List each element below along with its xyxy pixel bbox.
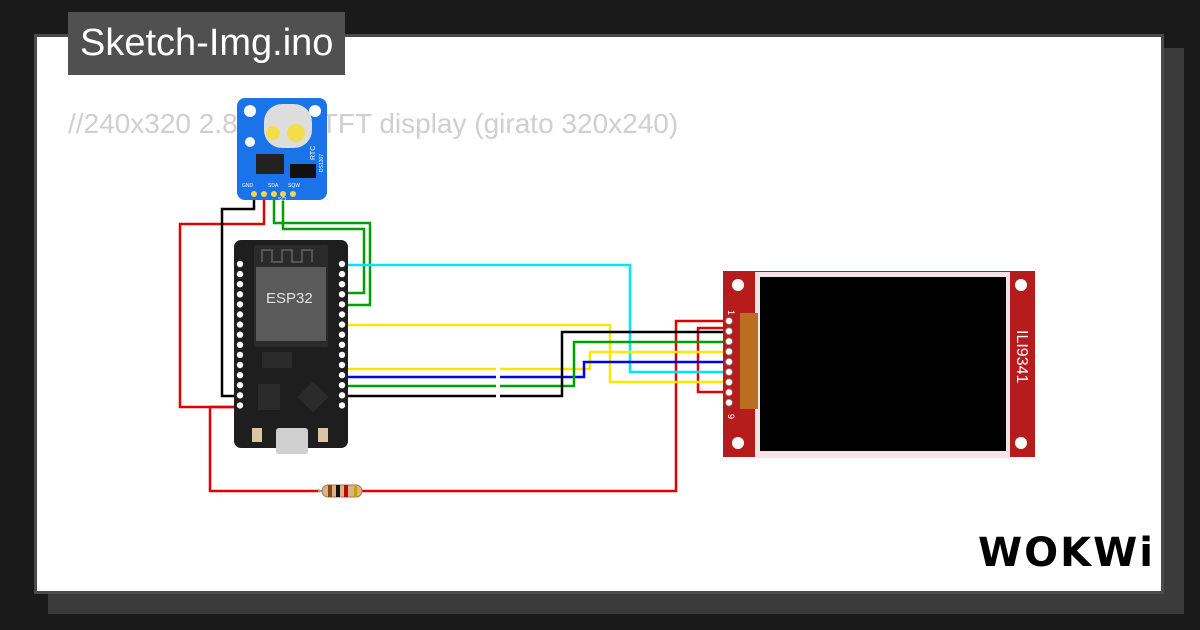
wire-red-resistor [208, 405, 320, 493]
esp32-left-pin-1[interactable] [236, 260, 244, 268]
esp32-chip-label: ESP32 [266, 290, 313, 307]
tft-display[interactable]: 1 9 ILI9341 [723, 271, 1035, 458]
wire-green-scl [281, 194, 366, 295]
esp32-left-pin-9[interactable] [236, 341, 244, 348]
esp32-right-pin-7[interactable] [338, 321, 346, 328]
rtc-pin-scl: SCL [278, 197, 288, 203]
esp32-left-pin-4[interactable] [236, 291, 244, 298]
wire-red-power [178, 194, 266, 409]
tft-pin-4[interactable] [725, 347, 733, 356]
esp32-right-pin-3[interactable] [338, 281, 346, 288]
wire-black-gnd [220, 194, 256, 398]
tft-pin-last: 9 [726, 414, 736, 419]
esp32-right-pin-5[interactable] [338, 301, 346, 308]
rtc-pin-sqw: SQW [288, 183, 300, 189]
rtc-label: RTC [310, 146, 317, 160]
esp32-left-pin-3[interactable] [236, 281, 244, 288]
sketch-title: Sketch-Img.ino [68, 12, 346, 75]
wire-red-resistor-tft [360, 319, 728, 493]
wire-yellow-1 [342, 323, 728, 384]
tft-pin-8[interactable] [725, 388, 733, 397]
esp32-right-pin-12[interactable] [338, 371, 346, 379]
esp32-left-pin-7[interactable] [236, 321, 244, 328]
esp32-right-pin-4[interactable] [338, 291, 346, 298]
esp32-left-pin-13[interactable] [236, 382, 244, 389]
esp32-left-pin-10[interactable] [236, 351, 244, 359]
tft-screen [760, 277, 1006, 451]
esp32-right-pin-9[interactable] [338, 341, 346, 348]
esp32-left-pin-12[interactable] [236, 371, 244, 379]
esp32-left-pin-11[interactable] [236, 361, 244, 369]
esp32-right-pin-13[interactable] [338, 382, 346, 389]
tft-pin-2[interactable] [725, 327, 733, 336]
esp32-left-pin-5[interactable] [236, 301, 244, 308]
wire-black-tft [342, 330, 728, 398]
esp32-left-pin-6[interactable] [236, 311, 244, 318]
esp32-right-pin-1[interactable] [338, 260, 346, 268]
esp32-right-pin-6[interactable] [338, 311, 346, 318]
wire-green-tft [342, 340, 728, 388]
esp32-left-pin-8[interactable] [236, 331, 244, 338]
esp32-board[interactable]: ESP32 [234, 240, 348, 454]
rtc-model: DS1307 [319, 154, 325, 172]
wokwi-logo: WOKWi [978, 530, 1155, 576]
esp32-right-pin-8[interactable] [338, 331, 346, 338]
tft-pin-first: 1 [726, 310, 736, 315]
wire-cyan [342, 263, 728, 374]
esp32-right-pin-15[interactable] [338, 402, 346, 409]
rtc-module[interactable]: RTC DS1307 GND SDA SCL SQW [237, 98, 327, 203]
usb-port [276, 428, 308, 454]
wire-yellow-2 [342, 350, 728, 371]
wire-blue [342, 360, 728, 379]
tft-pin-9[interactable] [725, 398, 733, 407]
esp32-left-pin-2[interactable] [236, 270, 244, 278]
sketch-comment: //240x320 2.8" LCD-TFT display (girato 3… [68, 108, 679, 139]
wires [178, 194, 728, 493]
tft-pin-3[interactable] [725, 337, 733, 346]
esp32-shield [256, 267, 326, 341]
esp32-right-pin-11[interactable] [338, 361, 346, 369]
tft-pin-6[interactable] [725, 368, 733, 376]
rtc-pin-gnd: GND [242, 183, 254, 189]
wire-red-tft-loop [696, 326, 728, 394]
resistor [318, 484, 363, 498]
tft-pin-1[interactable] [725, 317, 733, 325]
tft-pin-7[interactable] [725, 378, 733, 387]
wire-green-sda [272, 194, 372, 307]
esp32-right-pin-10[interactable] [338, 351, 346, 359]
esp32-right-pin-14[interactable] [338, 392, 346, 399]
esp32-right-pin-2[interactable] [338, 270, 346, 278]
esp32-left-pin-15[interactable] [236, 402, 244, 409]
esp32-left-pin-14[interactable] [236, 392, 244, 399]
coin-cell-holder [264, 104, 312, 148]
tft-pin-5[interactable] [725, 357, 733, 366]
tft-model-label: ILI9341 [1013, 330, 1030, 383]
rtc-pin-sda: SDA [268, 183, 279, 189]
